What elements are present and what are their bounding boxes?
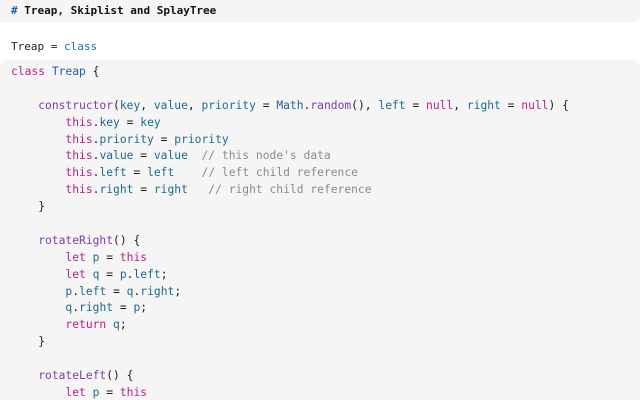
code-line: q.right = p; [65, 301, 148, 315]
output-operator: = [50, 40, 58, 53]
code-editor[interactable]: class Treap { constructor(key, value, pr… [11, 64, 569, 400]
code-line: p.left = q.right; [65, 284, 182, 298]
heading-hash: # [11, 4, 18, 17]
code-line: class Treap { [11, 65, 100, 78]
heading-title: Treap, Skiplist and SplayTree [24, 4, 217, 17]
code-line: this.priority = priority [65, 132, 229, 146]
code-line: constructor(key, value, priority = Math.… [38, 98, 569, 112]
code-line: this.key = key [65, 115, 161, 129]
code-line: this.left = left // left child reference [65, 166, 358, 180]
output-value: class [64, 40, 98, 53]
markdown-heading: # Treap, Skiplist and SplayTree [11, 3, 216, 19]
code-line: this.value = value // this node's data [65, 149, 331, 163]
markdown-cell[interactable]: # Treap, Skiplist and SplayTree [0, 0, 640, 22]
code-line: let q = p.left; [65, 267, 168, 281]
code-line [11, 351, 569, 368]
code-line: } [11, 200, 46, 214]
code-cell[interactable]: class Treap { constructor(key, value, pr… [0, 60, 640, 400]
cell-output: Treap = class [11, 39, 97, 55]
code-line: rotateRight() { [38, 233, 141, 247]
code-line: this.right = right // right child refere… [65, 183, 372, 197]
code-line [11, 216, 569, 233]
code-line: return q; [65, 318, 127, 332]
code-line: rotateLeft() { [38, 369, 134, 383]
code-line [11, 81, 569, 98]
code-line: let p = this [65, 385, 148, 399]
output-name: Treap [11, 40, 45, 53]
code-line: let p = this [65, 250, 148, 264]
code-line: } [11, 335, 46, 349]
